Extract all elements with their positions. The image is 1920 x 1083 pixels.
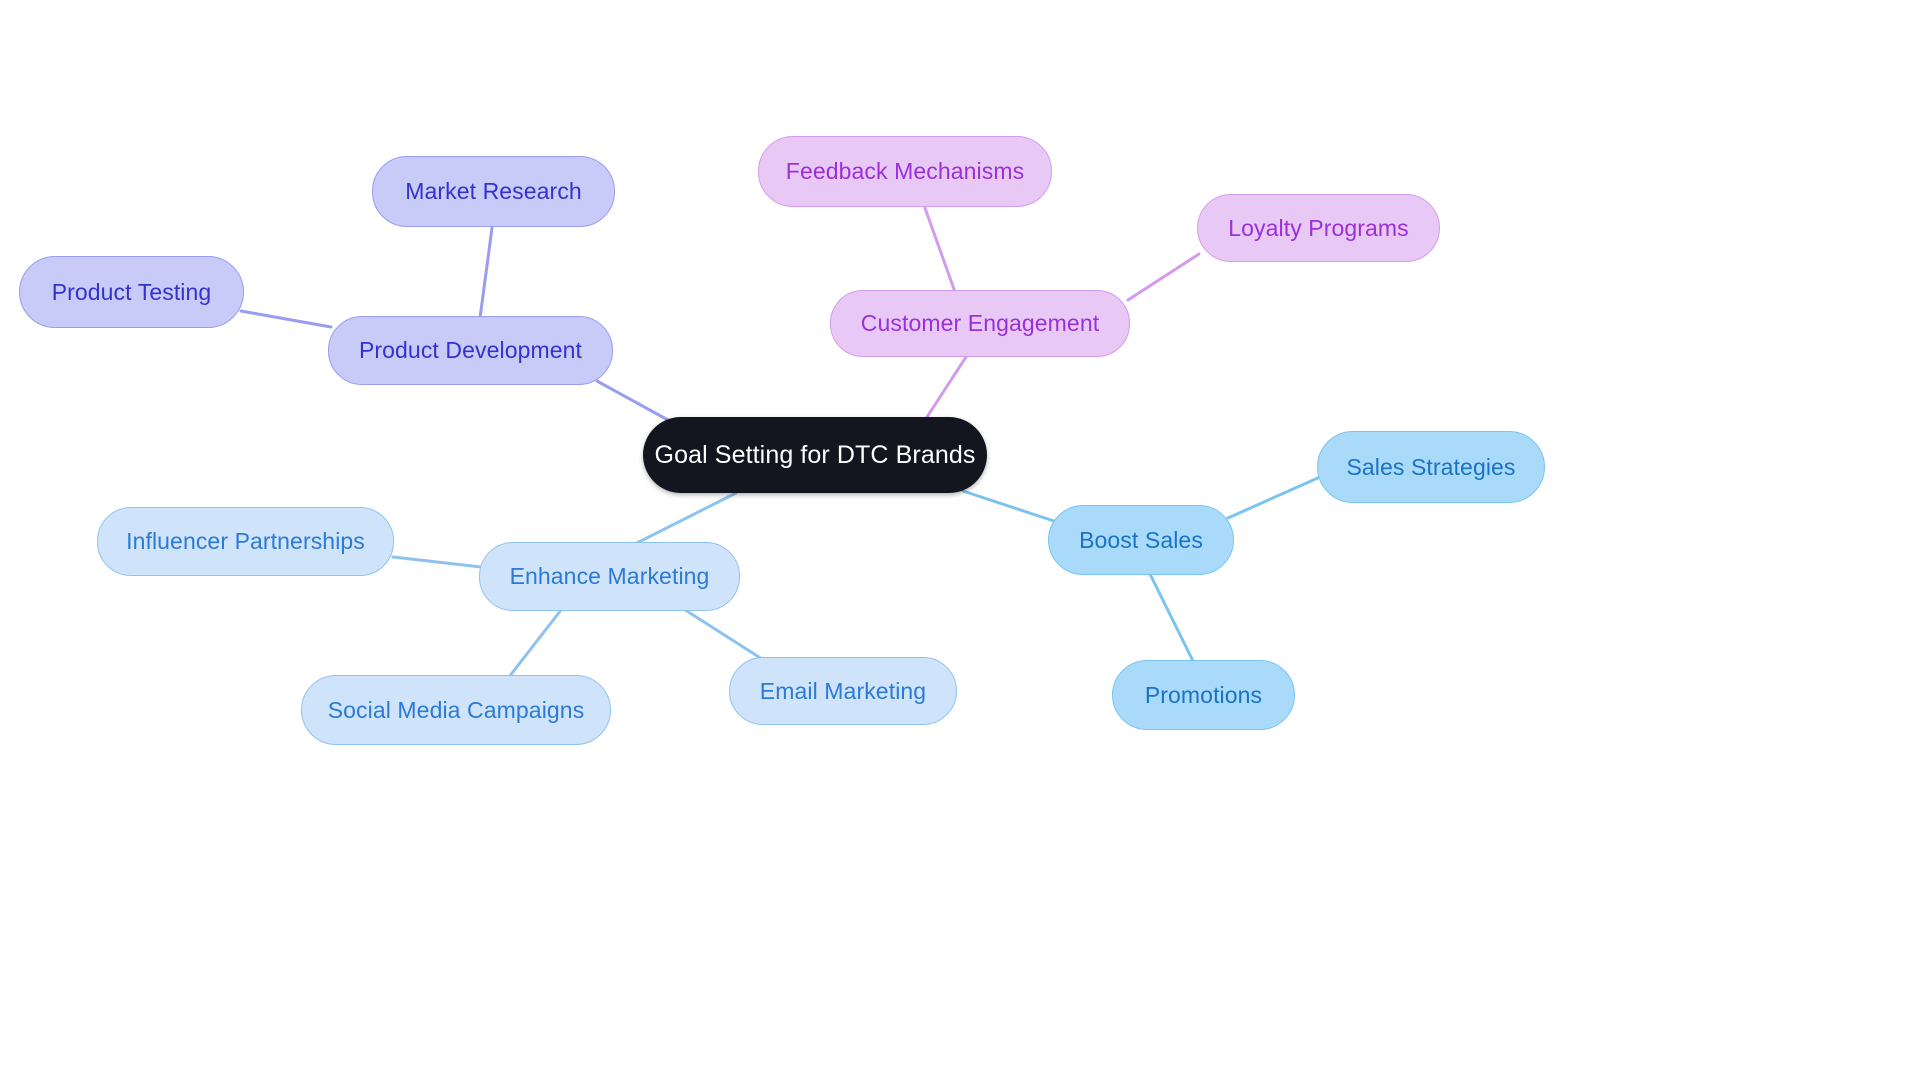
node-loyalty-programs-label: Loyalty Programs — [1228, 214, 1409, 241]
edge-customer-engagement-feedback-mechanisms — [923, 206, 957, 294]
node-product-development[interactable]: Product Development — [328, 316, 613, 385]
edge-customer-engagement-loyalty-programs — [1126, 252, 1201, 302]
edge-enhance-marketing-email-marketing — [677, 604, 764, 661]
node-product-testing[interactable]: Product Testing — [19, 256, 244, 328]
node-customer-engagement[interactable]: Customer Engagement — [830, 290, 1130, 357]
node-market-research[interactable]: Market Research — [372, 156, 615, 227]
node-feedback-mechanisms-label: Feedback Mechanisms — [785, 158, 1025, 184]
node-email-marketing-label: Email Marketing — [759, 677, 927, 704]
node-promotions-label: Promotions — [1144, 681, 1263, 708]
node-social-media-campaigns-label: Social Media Campaigns — [327, 696, 585, 723]
edge-enhance-marketing-social-media-campaigns — [507, 608, 563, 679]
edge-boost-sales-promotions — [1148, 572, 1195, 663]
node-enhance-marketing-label: Enhance Marketing — [509, 563, 710, 589]
edge-root-product-development — [595, 379, 670, 422]
node-customer-engagement-label: Customer Engagement — [860, 310, 1100, 336]
node-influencer-partnerships-label: Influencer Partnerships — [126, 528, 365, 554]
node-root-goal-setting-label: Goal Setting for DTC Brands — [654, 440, 976, 469]
node-root-goal-setting[interactable]: Goal Setting for DTC Brands — [643, 417, 987, 493]
edge-enhance-marketing-influencer-partnerships — [391, 555, 483, 569]
edge-root-boost-sales — [961, 489, 1065, 526]
node-sales-strategies-label: Sales Strategies — [1346, 453, 1516, 480]
edge-product-development-product-testing — [239, 309, 333, 329]
node-feedback-mechanisms[interactable]: Feedback Mechanisms — [758, 136, 1052, 207]
node-enhance-marketing[interactable]: Enhance Marketing — [479, 542, 740, 611]
edge-product-development-market-research — [478, 226, 494, 320]
node-influencer-partnerships[interactable]: Influencer Partnerships — [97, 507, 394, 576]
node-email-marketing[interactable]: Email Marketing — [729, 657, 957, 725]
node-social-media-campaigns[interactable]: Social Media Campaigns — [301, 675, 611, 745]
node-loyalty-programs[interactable]: Loyalty Programs — [1197, 194, 1440, 262]
node-boost-sales-label: Boost Sales — [1079, 526, 1203, 553]
edge-boost-sales-sales-strategies — [1226, 475, 1322, 520]
node-product-testing-label: Product Testing — [51, 278, 212, 305]
edge-root-enhance-marketing — [631, 491, 738, 547]
edge-root-customer-engagement — [925, 355, 968, 419]
node-market-research-label: Market Research — [405, 178, 582, 204]
node-promotions[interactable]: Promotions — [1112, 660, 1295, 730]
node-sales-strategies[interactable]: Sales Strategies — [1317, 431, 1545, 503]
node-boost-sales[interactable]: Boost Sales — [1048, 505, 1234, 575]
node-product-development-label: Product Development — [358, 337, 583, 363]
